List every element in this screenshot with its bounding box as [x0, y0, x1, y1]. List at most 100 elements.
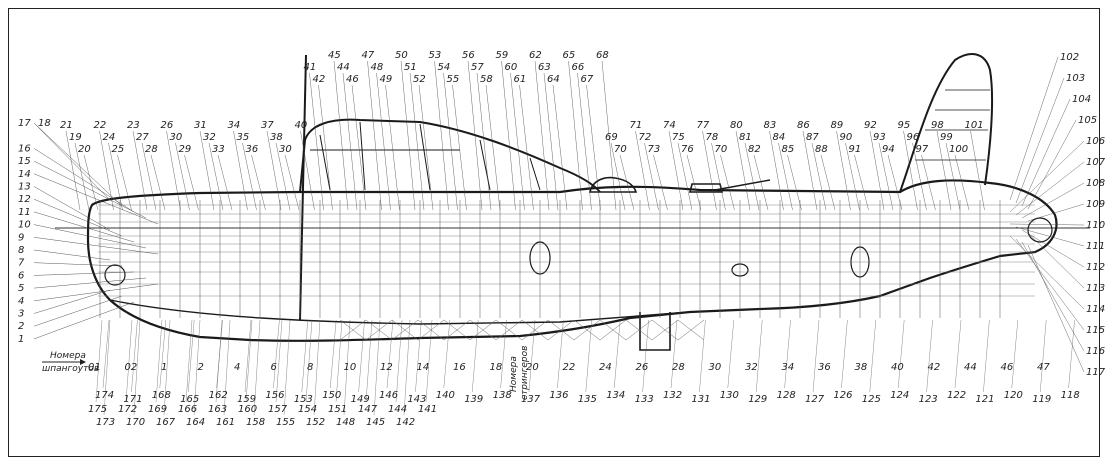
callout-label: 103	[1066, 73, 1085, 84]
leader-line	[301, 319, 308, 393]
callout-label: 163	[208, 404, 227, 415]
callout-label: 107	[1086, 157, 1106, 168]
leader-line	[309, 72, 324, 211]
leader-line	[970, 130, 985, 211]
leader-line	[472, 319, 479, 393]
callout-label: 23	[127, 120, 140, 131]
frame-number: 46	[1001, 362, 1014, 373]
callout-label: 116	[1086, 346, 1105, 357]
leader-line	[141, 142, 157, 211]
leader-line	[1011, 319, 1018, 389]
leader-line	[1068, 319, 1075, 389]
callout-label: 60	[505, 62, 518, 73]
callout-label: 98	[931, 120, 944, 131]
callout-label: 31	[194, 120, 207, 131]
callout-label: 83	[764, 120, 777, 131]
leader-line	[820, 154, 836, 211]
callout-label: 75	[672, 132, 685, 143]
callout-label: 158	[246, 417, 265, 428]
callout-label: 157	[268, 404, 288, 415]
frame-number: 02	[125, 362, 138, 373]
callout-label: 53	[429, 50, 442, 61]
leader-line	[33, 160, 147, 219]
frame-number: 22	[563, 362, 576, 373]
callout-label: 165	[180, 394, 199, 405]
leader-line	[1009, 56, 1059, 201]
callout-label: 3	[18, 309, 24, 320]
leader-line	[313, 319, 321, 416]
callout-label: 77	[697, 120, 710, 131]
leader-line	[33, 262, 123, 267]
leader-line	[912, 142, 927, 211]
leader-line	[217, 154, 233, 211]
stringer-caption-line2: стрингеров	[520, 346, 530, 400]
bulkhead-lines	[99, 200, 1001, 318]
leader-line	[33, 186, 111, 231]
leader-line	[33, 173, 159, 225]
callout-label: 104	[1072, 94, 1091, 105]
callout-label: 155	[276, 417, 295, 428]
callout-label: 154	[298, 404, 317, 415]
leader-line	[342, 72, 358, 211]
callout-label: 128	[777, 390, 796, 401]
brace	[391, 319, 419, 341]
leader-line	[921, 154, 936, 211]
leader-line	[373, 319, 381, 416]
leader-line	[653, 154, 668, 211]
callout-label: 25	[112, 144, 125, 155]
leader-line	[936, 130, 952, 211]
leader-line	[102, 319, 110, 389]
frame-number: 28	[672, 362, 685, 373]
leader-line	[452, 84, 467, 211]
hull-outline	[86, 179, 1058, 342]
callout-label: 47	[362, 50, 375, 61]
leader-line	[33, 237, 159, 255]
callout-label: 160	[238, 404, 257, 415]
callout-label: 161	[216, 417, 235, 428]
callout-label: 130	[720, 390, 739, 401]
leader-line	[330, 319, 337, 389]
callout-label: 6	[18, 270, 24, 281]
leader-line	[1021, 182, 1085, 219]
callout-label: 105	[1078, 115, 1097, 126]
leader-line	[903, 130, 918, 211]
leader-line	[403, 319, 411, 416]
callout-label: 170	[126, 417, 145, 428]
leader-line	[33, 289, 111, 314]
callout-label: 61	[514, 74, 527, 85]
callout-label: 66	[572, 62, 585, 73]
leader-line	[409, 72, 425, 211]
drawing-frame	[8, 8, 1100, 457]
leader-line	[699, 319, 706, 393]
leader-line	[358, 319, 365, 393]
callout-label: 71	[630, 120, 643, 131]
leader-line	[283, 319, 291, 416]
leader-line	[635, 130, 650, 211]
brace	[625, 319, 653, 341]
callout-label: 97	[916, 144, 929, 155]
frame-number: 47	[1037, 362, 1050, 373]
callout-label: 48	[371, 62, 384, 73]
leader-line	[878, 142, 894, 211]
callout-label: 64	[547, 74, 560, 85]
leader-line	[1040, 319, 1047, 393]
callout-label: 123	[919, 394, 938, 405]
leader-line	[720, 154, 735, 211]
callout-label: 19	[69, 132, 82, 143]
leader-line	[983, 319, 990, 393]
callout-label: 62	[529, 50, 542, 61]
leader-line	[367, 60, 382, 211]
callout-label: 110	[1086, 220, 1105, 231]
leader-line	[744, 142, 760, 211]
callout-label: 132	[663, 390, 682, 401]
leader-line	[376, 72, 391, 211]
brace	[599, 319, 627, 341]
callout-label: 67	[581, 74, 594, 85]
leader-line	[954, 154, 970, 211]
leader-line	[812, 319, 820, 393]
callout-label: 46	[346, 74, 359, 85]
leader-line	[670, 319, 678, 389]
callout-label: 168	[152, 390, 171, 401]
leader-line	[284, 154, 300, 211]
frame-number: 34	[782, 362, 795, 373]
